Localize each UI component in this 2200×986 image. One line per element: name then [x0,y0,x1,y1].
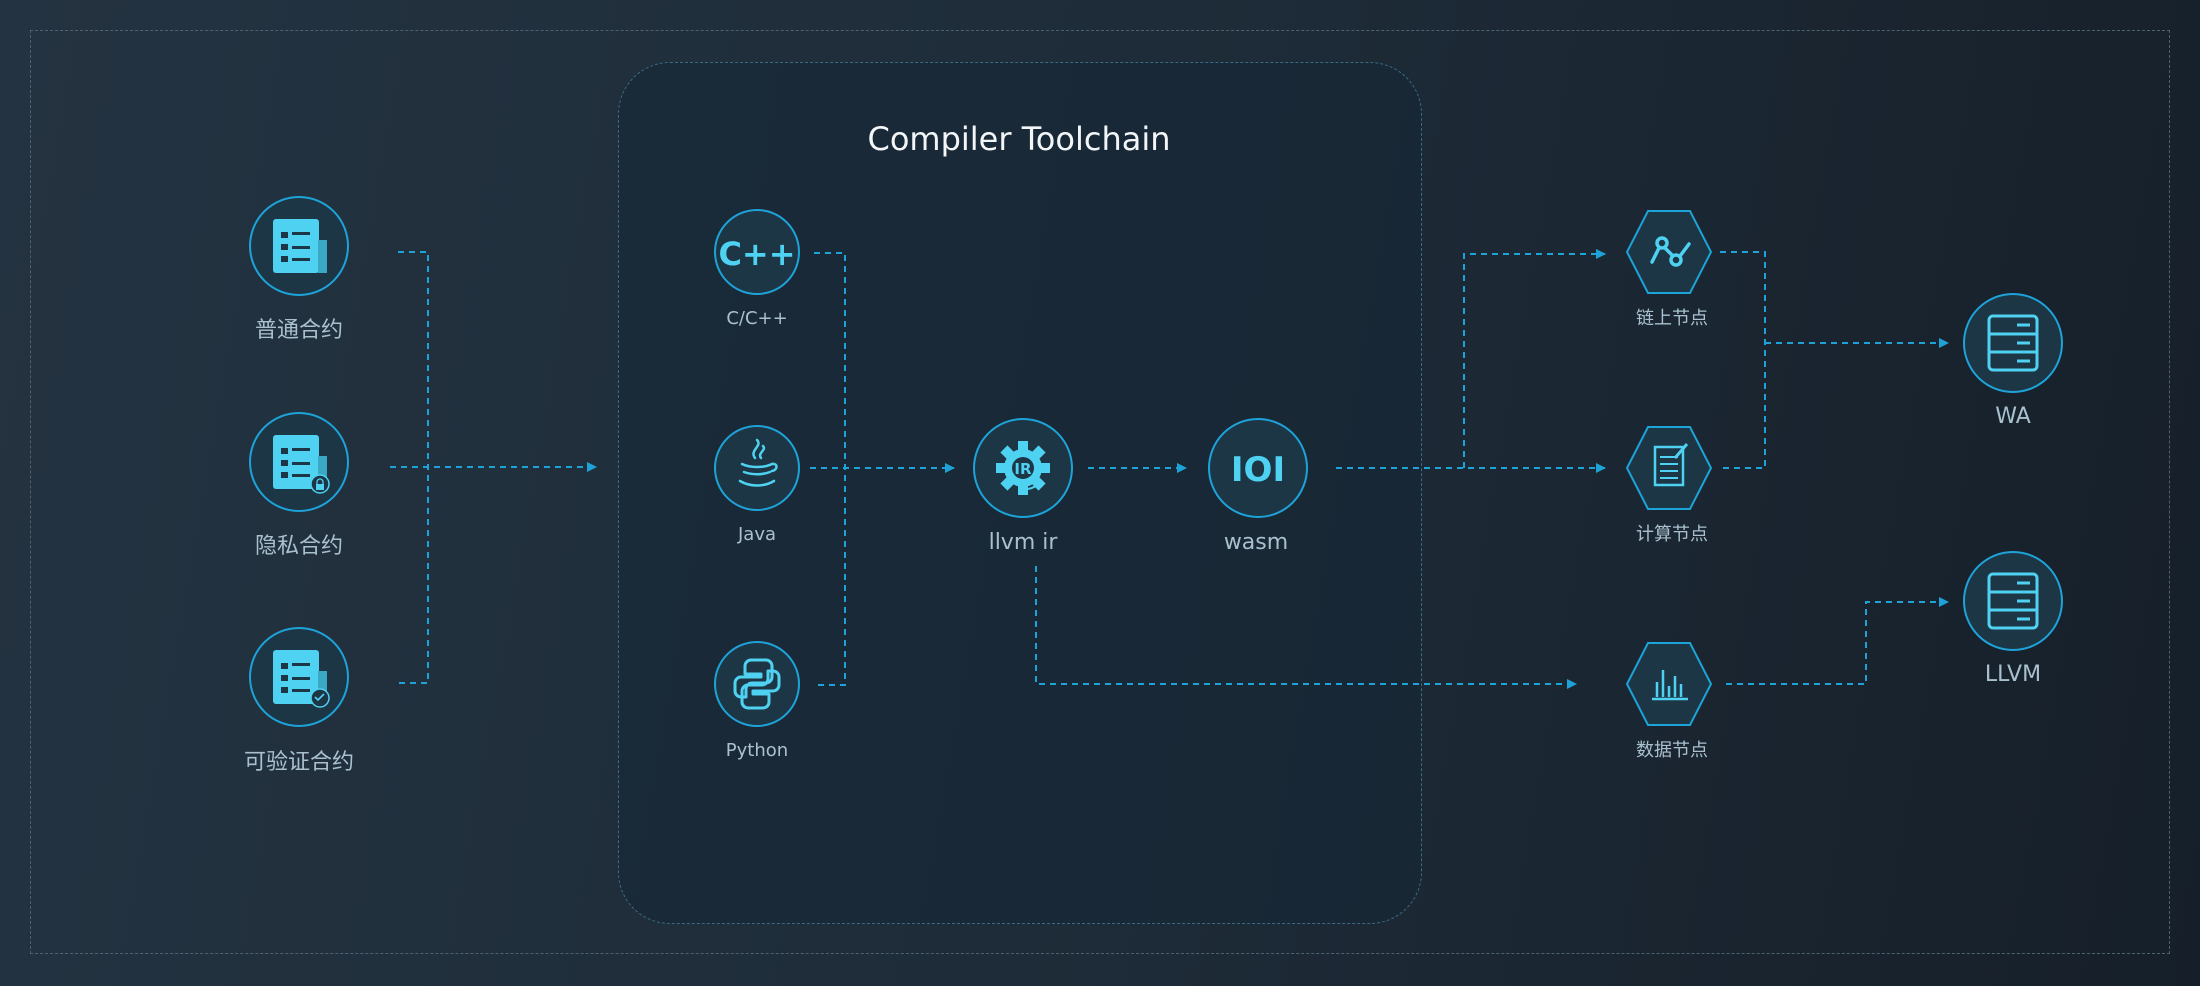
target-llvm-label: LLVM [1984,662,2042,687]
binary-icon: IOI [1231,450,1285,490]
compute-node-label: 计算节点 [1636,524,1708,545]
wasm-label: wasm [1223,530,1289,555]
java-icon [738,438,778,487]
lang-cpp-label: C/C++ [726,308,788,329]
private-contract-icon [273,435,330,494]
ir-to-data-arrow [1035,566,1577,689]
chain-node-label: 链上节点 [1636,308,1708,329]
svg-text:IR: IR [1014,460,1032,478]
verifiable-contract-icon [273,650,330,708]
data-node-label: 数据节点 [1636,740,1708,761]
compute-node-icon [1653,443,1689,487]
gear-ir-icon: IR [996,441,1050,495]
wasm-node: IOI [1208,418,1308,518]
panel-title: Compiler Toolchain [867,120,1171,158]
wasm-to-chain-arrow [1463,249,1606,468]
data-to-llvm-arrow [1726,597,1949,685]
cpp-icon: C++ [718,235,795,273]
target-llvm [1963,551,2063,651]
target-wa [1963,293,2063,393]
contract-private [249,412,349,512]
lang-java-label: Java [737,524,777,545]
llvm-ir-label: llvm ir [988,530,1058,555]
python-icon [733,658,781,710]
compute-node [1625,426,1713,510]
lang-java [714,425,800,511]
lang-cpp: C++ [714,209,800,295]
contract-icon [273,219,327,273]
chain-node-icon [1650,236,1691,267]
connectors [390,249,1949,689]
server-icon [1987,314,2039,372]
data-node [1625,642,1713,726]
nodes-bracket [1720,251,1766,469]
chain-node [1625,210,1713,294]
contract-normal-label: 普通合约 [254,318,344,343]
server-icon [1987,572,2039,630]
diagram-frame [30,30,2170,954]
contract-verifiable [249,627,349,727]
target-wa-label: WA [1995,404,2031,429]
contract-verifiable-label: 可验证合约 [243,750,355,775]
data-node-icon [1652,670,1688,701]
lang-python [714,641,800,727]
languages-bracket [814,252,846,686]
contract-normal [249,196,349,296]
llvm-ir-node: IR [973,418,1073,518]
contract-private-label: 隐私合约 [254,534,344,559]
lang-python-label: Python [725,740,789,761]
